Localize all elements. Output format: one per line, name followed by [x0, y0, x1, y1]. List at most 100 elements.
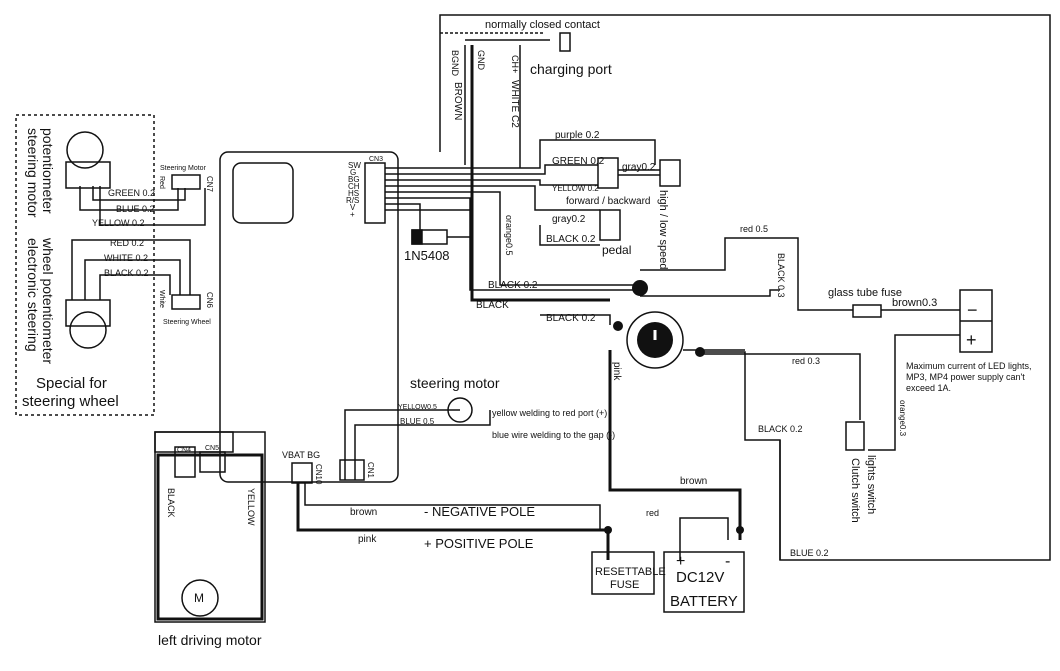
wheel-pot-body — [65, 299, 111, 327]
yellow-weld-label: yellow welding to red port (+) — [492, 408, 607, 418]
diode-label: 1N5408 — [404, 248, 450, 263]
pink-label: pink — [611, 362, 622, 381]
yellow-motor-label: YELLOW — [246, 488, 256, 526]
blue-weld-label: blue wire welding to the gap (-) — [492, 430, 615, 440]
bgnd-label: BGND — [450, 50, 460, 77]
vbat-bg-label: VBAT BG — [282, 450, 320, 460]
cn3-pin-g: G — [350, 168, 356, 177]
black03-label: BLACK 0.3 — [776, 253, 786, 298]
power-button[interactable] — [626, 311, 684, 369]
resettable-fuse-label: RESETTABLE FUSE — [595, 566, 669, 591]
orange-left-label: orange0.5 — [504, 215, 514, 256]
cn3-pin-hs: HS — [348, 189, 359, 198]
blue05-label: BLUE 0.5 — [400, 417, 435, 426]
blue02-pot-label: BLUE 0.2 — [116, 204, 155, 214]
max-current-note: Maximum current of LED lights, MP3, MP4 … — [906, 361, 1034, 393]
battery-plus: + — [676, 553, 685, 570]
battery — [663, 551, 745, 613]
steering-motor-pot-line-2: potentiometer — [40, 128, 56, 214]
cn3-pin-rs: R/S — [346, 196, 359, 205]
cn3-pin-sw: SW — [348, 161, 361, 170]
black02-lights-label: BLACK 0.2 — [758, 424, 803, 434]
pink-low-label: pink — [358, 534, 377, 545]
black-motor-label: BLACK — [166, 488, 176, 518]
black02-main-label: BLACK 0.2 — [488, 280, 538, 291]
cn3-connector — [364, 162, 386, 224]
driving-motor-symbol[interactable] — [181, 579, 219, 617]
wheel-pot-knob[interactable] — [69, 311, 107, 349]
green02-label: GREEN 0.2 — [108, 188, 155, 198]
white02-label: WHITE 0.2 — [104, 253, 148, 263]
cn3-pin-ch: CH — [348, 182, 360, 191]
white-cn6-label: White — [158, 290, 165, 308]
cn3-pin-plus: + — [350, 210, 355, 219]
cn4-connector — [174, 446, 196, 478]
pedal-connector — [599, 209, 621, 241]
yellow05-label: YELLOW0.5 — [398, 404, 437, 411]
cn7-label: CN7 — [205, 176, 214, 193]
blue02-label: BLUE 0.2 — [790, 548, 829, 558]
gnd-label: GND — [476, 50, 486, 71]
brown03-label: brown0.3 — [892, 297, 937, 309]
resettable-fuse-line-2: FUSE — [610, 579, 639, 591]
negative-pole-label: - NEGATIVE POLE — [424, 504, 535, 519]
cn1-connector — [339, 459, 365, 481]
red-batt-label: red — [646, 508, 659, 518]
cn10-connector — [291, 462, 313, 484]
lights-switch-label: lights switch — [865, 455, 877, 514]
purple-label: purple 0.2 — [555, 130, 600, 141]
cn5-connector — [199, 451, 226, 473]
dc12v-label: DC12V — [676, 569, 724, 586]
gray-top-label: gray0.2 — [622, 162, 656, 173]
steering-motor-pot-line-1b: steering motor — [25, 128, 41, 218]
steering-motor-pot-knob[interactable] — [66, 131, 104, 169]
brown-label: BROWN — [452, 82, 463, 120]
junction-node — [632, 280, 648, 296]
left-driving-motor-label: left driving motor — [158, 632, 262, 648]
orange03-label: orange0.3 — [898, 400, 907, 437]
charging-port-plug — [559, 32, 571, 52]
pedal-label: pedal — [602, 243, 631, 257]
resettable-fuse-line-1: RESETTABLE — [595, 566, 666, 578]
white-c2-label: WHITE C2 — [509, 80, 520, 128]
charging-port-label: charging port — [530, 61, 612, 77]
cn7-title: Steering Motor — [160, 165, 207, 172]
red02-label: RED 0.2 — [110, 238, 144, 248]
special-for-line-2: steering wheel — [22, 393, 119, 410]
black-main-label: BLACK — [476, 300, 509, 311]
cn3-pin-v: V — [350, 203, 356, 212]
cn6-label: CN6 — [205, 292, 214, 309]
special-for-line-1: Special for — [36, 375, 107, 392]
electronic-steering-line-1: electronic steering — [25, 238, 41, 352]
forward-backward-switch — [597, 157, 619, 189]
resettable-fuse — [591, 551, 655, 595]
controller-chip — [232, 162, 294, 224]
cn6-title: Steering Wheel — [163, 319, 211, 326]
max-current-line-3: exceed 1A. — [906, 383, 951, 393]
high-low-speed-switch — [659, 159, 681, 187]
black02-switch-label: BLACK 0.2 — [546, 313, 596, 324]
black-pedal-label: BLACK 0.2 — [546, 234, 596, 245]
gray-pedal-label: gray0.2 — [552, 214, 586, 225]
max-current-line-1: Maximum current of LED lights, — [906, 361, 1032, 371]
motor-m-label: M — [194, 591, 204, 605]
steering-motor-pot-body — [65, 161, 111, 189]
high-low-label: high / low speed — [657, 190, 669, 270]
special-steering-box — [15, 114, 155, 416]
black02-pot-label: BLACK 0.2 — [104, 268, 149, 278]
steering-motor-title: steering motor — [410, 375, 500, 391]
brown-low-label: brown — [350, 507, 377, 518]
steering-motor-symbol[interactable] — [447, 397, 473, 423]
max-current-line-2: MP3, MP4 power supply can't — [906, 372, 1025, 382]
glass-tube-fuse — [852, 304, 882, 318]
yellow02-label: YELLOW 0.2 — [92, 218, 145, 228]
green-top-label: GREEN 0.2 — [552, 156, 605, 167]
cn1-label: CN1 — [366, 462, 375, 479]
electronic-steering-line-2: wheel potentiometer — [40, 237, 56, 364]
red03-label: red 0.3 — [792, 356, 820, 366]
cn10-label: CN10 — [314, 464, 323, 485]
cn6-connector — [171, 294, 201, 310]
special-for-label: Special for steering wheel — [22, 375, 119, 410]
red-cn7-label: Red — [158, 176, 165, 189]
